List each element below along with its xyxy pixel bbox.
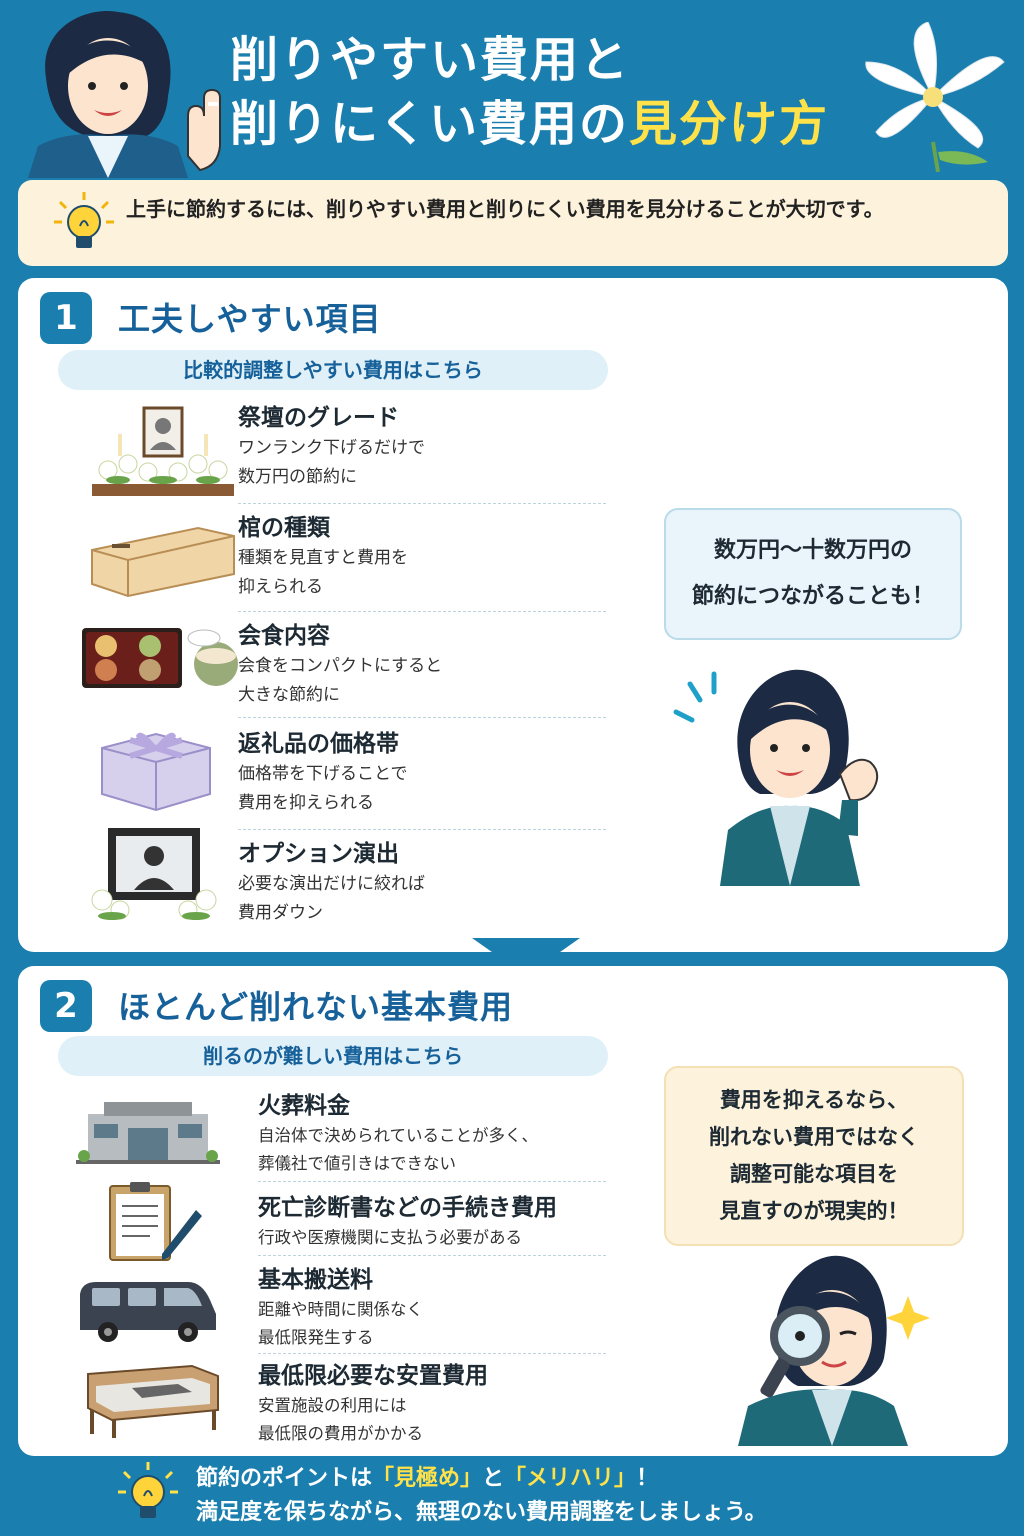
list-item: 祭壇のグレード ワンランク下げるだけで 数万円の節約に [238, 402, 606, 504]
lightbulb-icon [118, 1462, 178, 1518]
item-desc: 数万円の節約に [238, 467, 357, 487]
crematorium-building-icon [76, 1102, 220, 1164]
list-item: 死亡診断書などの手続き費用 行政や医療機関に支払う必要がある [258, 1192, 606, 1256]
section-number-badge: 2 [40, 980, 92, 1032]
bubble-line: 調整可能な項目を [730, 1162, 898, 1186]
item-desc: 抑えられる [238, 577, 323, 597]
list-item: 火葬料金 自治体で決められていることが多く、 葬儀社で値引きはできない [258, 1090, 606, 1182]
list-item: 基本搬送料 距離や時間に関係なく 最低限発生する [258, 1264, 606, 1354]
coffin-icon [91, 526, 235, 598]
item-title: 会食内容 [238, 623, 330, 649]
item-title: 火葬料金 [258, 1093, 350, 1119]
footer-line-2: 満足度を保ちながら、無理のない費用調整をしましょう。 [196, 1500, 767, 1525]
item-desc: 必要な演出だけに絞れば [238, 874, 425, 894]
list-item: 棺の種類 種類を見直すと費用を 抑えられる [238, 512, 606, 612]
page-title: 削りやすい費用と 削りにくい費用の見分け方 [230, 28, 829, 156]
footer-mid: と [482, 1466, 505, 1491]
bubble-line: 削れない費用ではなく [709, 1125, 919, 1149]
list-item: 最低限必要な安置費用 安置施設の利用には 最低限の費用がかかる [258, 1360, 606, 1450]
footer-highlight: 「メリハリ」 [504, 1466, 637, 1491]
van-icon [80, 1282, 216, 1342]
item-desc: 大きな節約に [238, 685, 340, 705]
item-title: 死亡診断書などの手続き費用 [258, 1195, 557, 1221]
item-desc: 自治体で決められていることが多く、 [258, 1126, 539, 1145]
item-desc: 安置施設の利用には [258, 1396, 407, 1415]
section-title: 工夫しやすい項目 [118, 300, 382, 338]
item-desc: 価格帯を下げることで [238, 764, 408, 784]
item-desc: 会食をコンパクトにすると [238, 656, 443, 676]
list-item: 返礼品の価格帯 価格帯を下げることで 費用を抑えられる [238, 728, 606, 830]
item-title: 祭壇のグレード [238, 405, 399, 431]
item-title: 基本搬送料 [258, 1267, 373, 1293]
item-title: オプション演出 [238, 841, 399, 867]
portrait-frame-icon [91, 828, 217, 920]
item-desc: 最低限発生する [258, 1328, 374, 1347]
bubble-line: 費用を抑えるなら、 [719, 1088, 909, 1112]
section-adjustable-costs: 1 工夫しやすい項目 比較的調整しやすい費用はこちら 祭壇 [18, 278, 1008, 952]
item-desc: 費用を抑えられる [238, 793, 374, 813]
lily-flower-icon [865, 22, 1005, 172]
woman-magnifier-illustration [738, 1255, 930, 1446]
section-title: ほとんど削れない基本費用 [118, 988, 514, 1026]
meal-icon [82, 628, 238, 688]
gift-box-icon [101, 732, 211, 812]
bubble-line: 数万円〜十数万円の [713, 538, 912, 563]
footer: 節約のポイントは「見極め」と「メリハリ」！ 満足度を保ちながら、無理のない費用調… [0, 1456, 1024, 1536]
title-line-1: 削りやすい費用と [230, 32, 631, 88]
item-desc: 種類を見直すと費用を [238, 548, 408, 568]
item-title: 棺の種類 [238, 515, 330, 541]
item-desc: ワンランク下げるだけで [238, 438, 425, 458]
woman-fist-illustration [673, 669, 879, 886]
item-desc: 葬儀社で値引きはできない [258, 1154, 456, 1173]
section-subtitle: 削るのが難しい費用はこちら [58, 1036, 608, 1076]
item-desc: 行政や医療機関に支払う必要がある [258, 1228, 522, 1247]
title-line-2: 削りにくい費用の見分け方 [230, 92, 829, 156]
clipboard-pen-icon [109, 1182, 202, 1261]
item-desc: 最低限の費用がかかる [258, 1424, 423, 1443]
speech-bubble: 費用を抑えるなら、 削れない費用ではなく 調整可能な項目を 見直すのが現実的！ [664, 1066, 964, 1246]
bubble-line: 節約につながることも！ [691, 584, 934, 609]
speech-bubble: 数万円〜十数万円の 節約につながることも！ [664, 508, 962, 640]
header: 削りやすい費用と 削りにくい費用の見分け方 [0, 0, 1024, 178]
section-subtitle: 比較的調整しやすい費用はこちら [58, 350, 608, 390]
intro-box: 上手に節約するには、削りやすい費用と削りにくい費用を見分けることが大切です。 [18, 180, 1008, 266]
footer-suffix: ！ [636, 1466, 659, 1491]
footer-line-1: 節約のポイントは「見極め」と「メリハリ」！ [196, 1462, 767, 1496]
footer-highlight: 「見極め」 [372, 1466, 483, 1491]
altar-icon [92, 406, 234, 496]
item-title: 返礼品の価格帯 [238, 731, 399, 757]
item-desc: 費用ダウン [238, 903, 323, 923]
section-number-badge: 1 [40, 292, 92, 344]
bubble-line: 見直すのが現実的！ [719, 1199, 909, 1223]
footer-prefix: 節約のポイントは [196, 1466, 373, 1491]
item-desc: 距離や時間に関係なく [258, 1300, 423, 1319]
title-highlight: 見分け方 [629, 96, 830, 152]
list-item: 会食内容 会食をコンパクトにすると 大きな節約に [238, 620, 606, 718]
intro-text: 上手に節約するには、削りやすい費用と削りにくい費用を見分けることが大切です。 [126, 197, 884, 221]
woman-pointing-illustration [28, 10, 221, 178]
title-line-2-main: 削りにくい費用の [230, 96, 630, 152]
list-item: オプション演出 必要な演出だけに絞れば 費用ダウン [238, 838, 606, 934]
footer-text: 節約のポイントは「見極め」と「メリハリ」！ 満足度を保ちながら、無理のない費用調… [196, 1462, 767, 1530]
section-fixed-costs: 2 ほとんど削れない基本費用 削るのが難しい費用はこちら 火葬料金 自治体で決め… [18, 966, 1008, 1456]
lightbulb-icon [54, 192, 114, 248]
item-title: 最低限必要な安置費用 [258, 1363, 488, 1389]
bed-icon [87, 1364, 219, 1438]
